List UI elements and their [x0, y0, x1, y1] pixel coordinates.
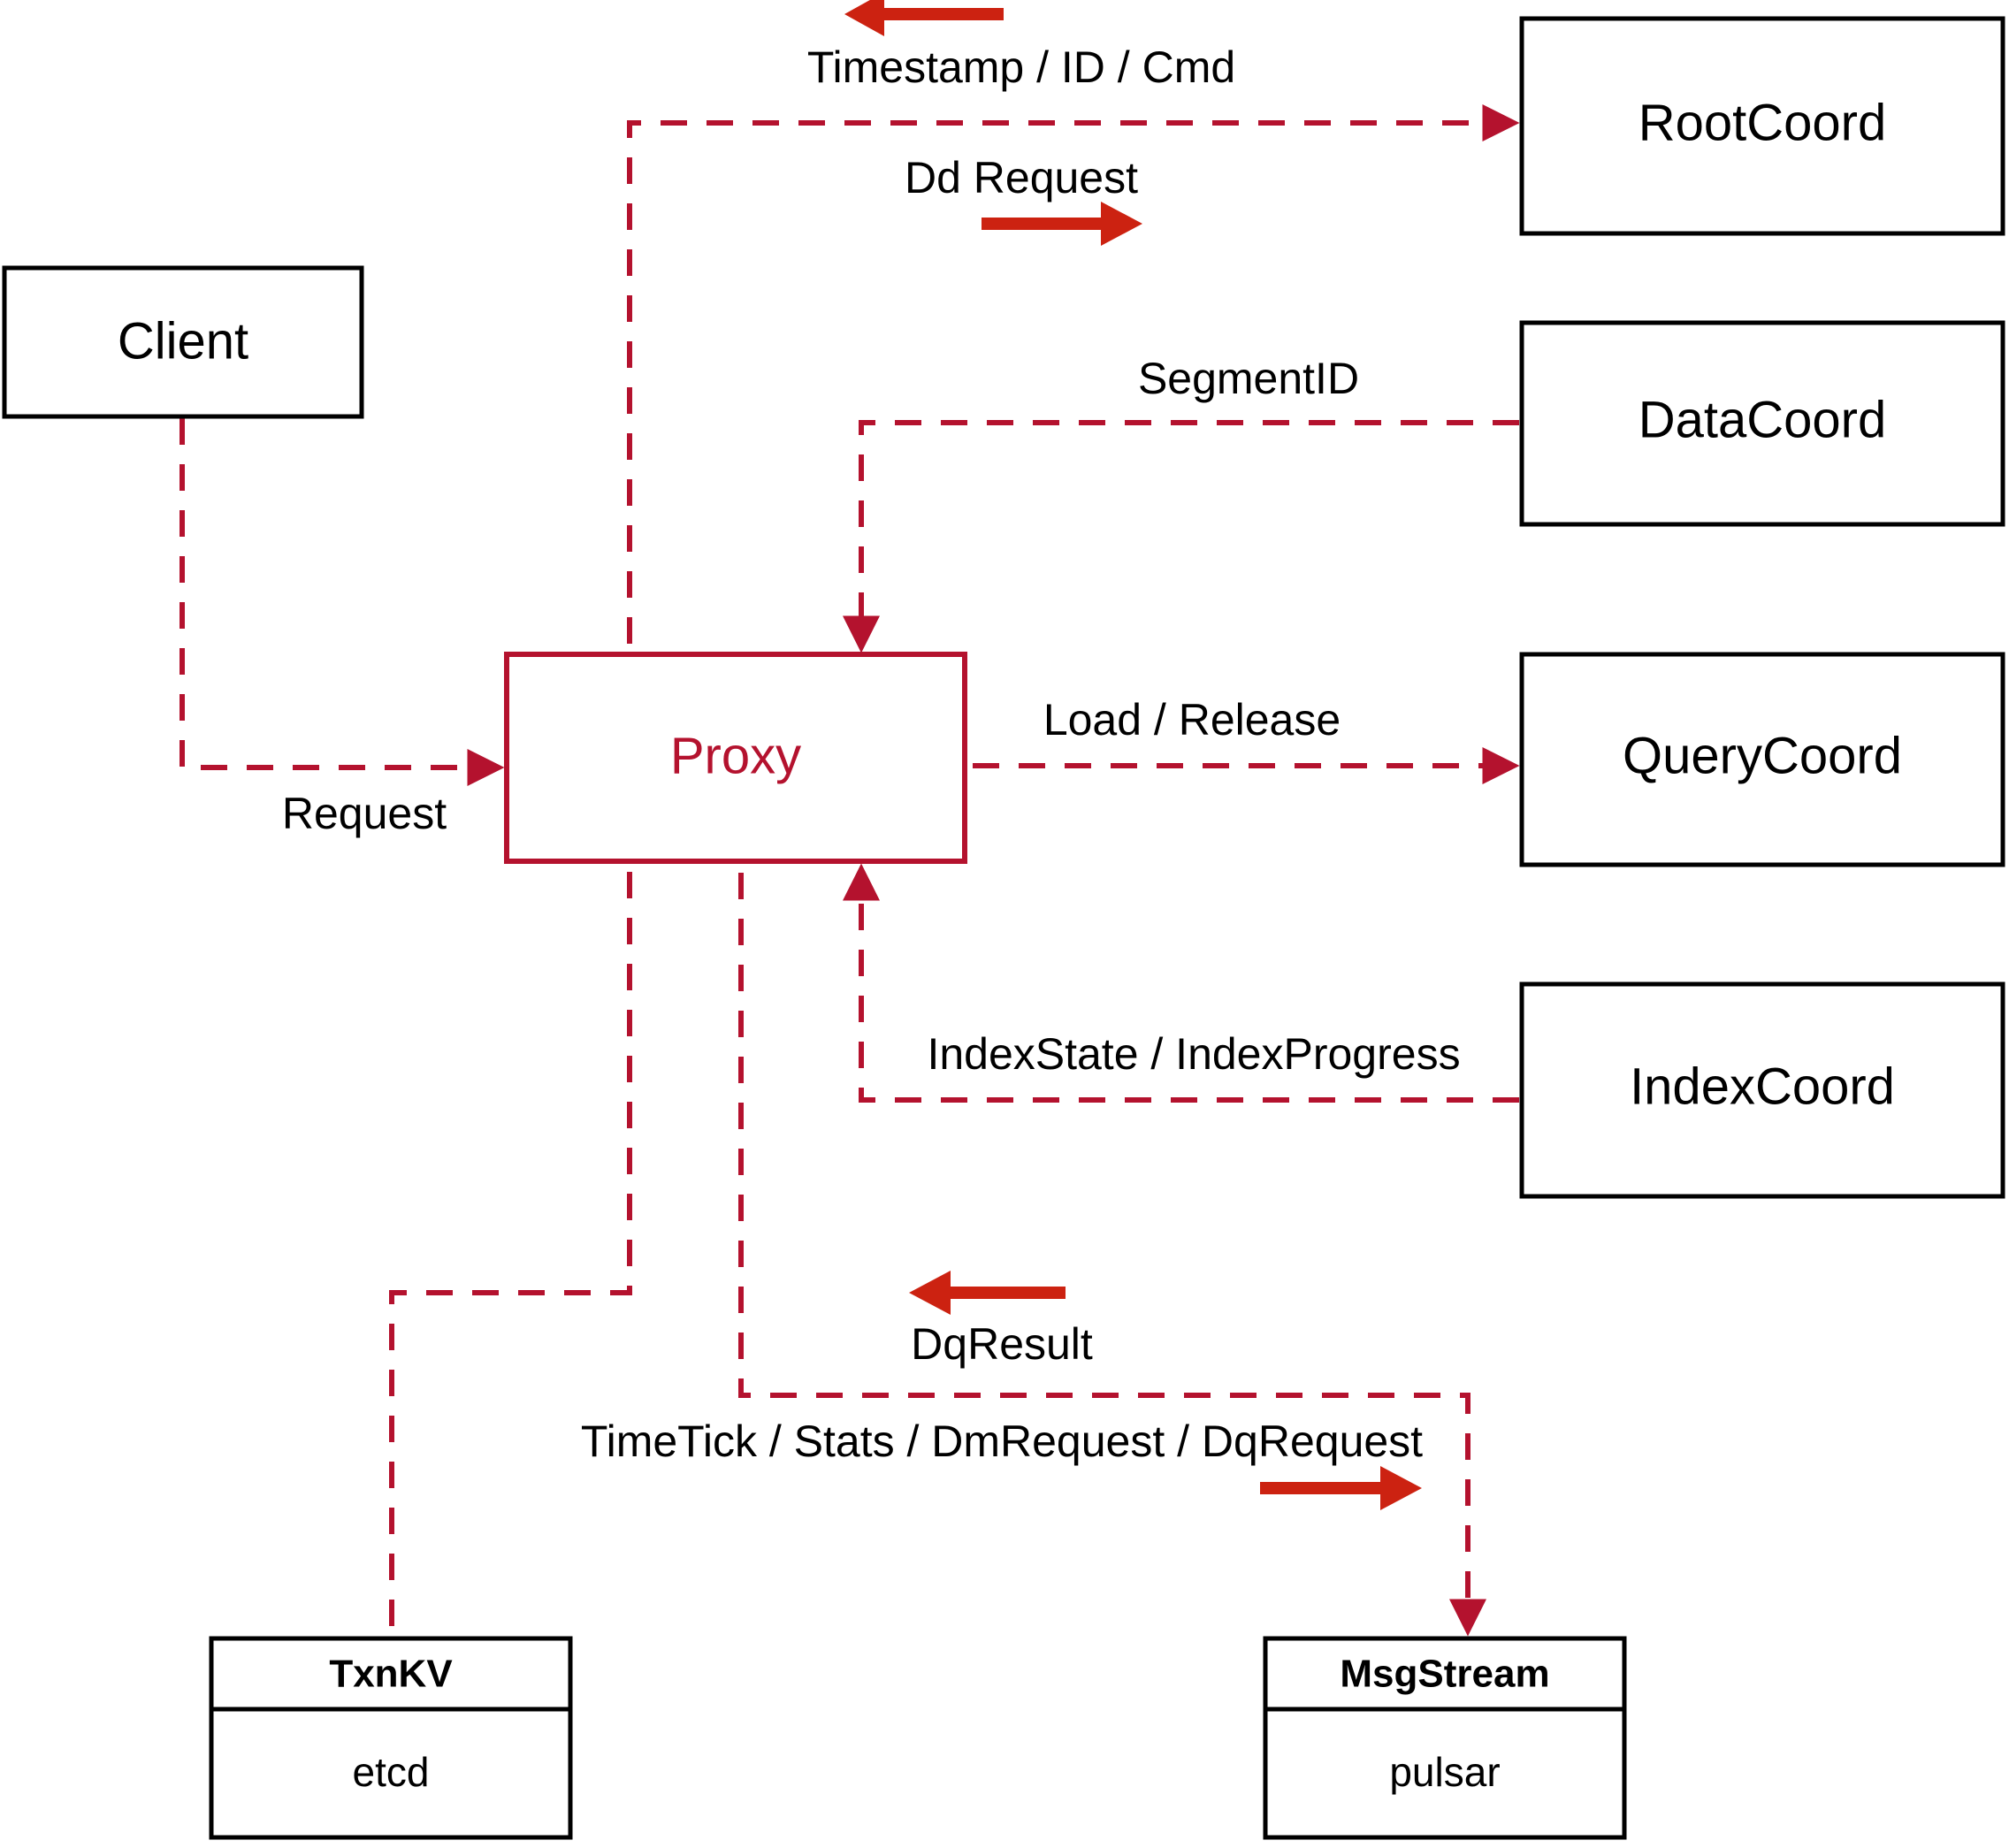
indexcoord-label: IndexCoord — [1630, 1058, 1895, 1115]
edge-label-dq-result: DqResult — [911, 1319, 1093, 1369]
node-txnkv[interactable]: TxnKV etcd — [209, 1636, 573, 1840]
node-rootcoord[interactable]: RootCoord — [1519, 16, 2005, 236]
edge-indexcoord-to-proxy — [843, 863, 1519, 1103]
arrow-dd-request — [982, 202, 1142, 246]
node-datacoord[interactable]: DataCoord — [1519, 320, 2005, 527]
edge-client-to-proxy — [180, 418, 505, 786]
edge-label-load-release: Load / Release — [1043, 695, 1341, 745]
rootcoord-label: RootCoord — [1639, 94, 1886, 151]
msgstream-sublabel: pulsar — [1389, 1749, 1500, 1795]
datacoord-label: DataCoord — [1639, 391, 1886, 448]
edge-label-dd-request: Dd Request — [905, 153, 1138, 202]
datacoord-box[interactable] — [1519, 320, 2005, 527]
edge-label-request: Request — [282, 789, 447, 838]
node-msgstream[interactable]: MsgStream pulsar — [1263, 1636, 1627, 1840]
edge-proxy-to-txnkv — [389, 872, 632, 1636]
node-querycoord[interactable]: QueryCoord — [1519, 652, 2005, 867]
edge-proxy-to-msgstream — [738, 873, 1486, 1637]
arrow-dq-result — [909, 1271, 1066, 1315]
arrow-timetick-stats — [1260, 1466, 1422, 1510]
msgstream-box[interactable] — [1263, 1636, 1627, 1840]
arrow-timestamp-id-cmd — [844, 0, 1004, 36]
edge-datacoord-to-proxy — [843, 420, 1519, 653]
proxy-box[interactable] — [504, 652, 967, 864]
querycoord-label: QueryCoord — [1623, 727, 1902, 784]
querycoord-box[interactable] — [1519, 652, 2005, 867]
indexcoord-box[interactable] — [1519, 981, 2005, 1199]
client-box[interactable] — [2, 265, 364, 419]
edge-label-timetick-stats: TimeTick / Stats / DmRequest / DqRequest — [581, 1417, 1423, 1466]
edge-label-timestamp-id-cmd: Timestamp / ID / Cmd — [807, 42, 1235, 92]
node-client[interactable]: Client — [2, 265, 364, 419]
proxy-label: Proxy — [670, 727, 801, 784]
rootcoord-box[interactable] — [1519, 16, 2005, 236]
client-label: Client — [118, 312, 248, 370]
edge-label-segment-id: SegmentID — [1138, 354, 1359, 403]
txnkv-box[interactable] — [209, 1636, 573, 1840]
edge-label-index-state-progress: IndexState / IndexProgress — [927, 1029, 1460, 1079]
node-indexcoord[interactable]: IndexCoord — [1519, 981, 2005, 1199]
txnkv-label: TxnKV — [329, 1653, 453, 1696]
edge-proxy-to-rootcoord — [627, 104, 1520, 644]
txnkv-sublabel: etcd — [353, 1749, 430, 1795]
msgstream-label: MsgStream — [1340, 1653, 1549, 1696]
node-proxy[interactable]: Proxy — [504, 652, 967, 864]
